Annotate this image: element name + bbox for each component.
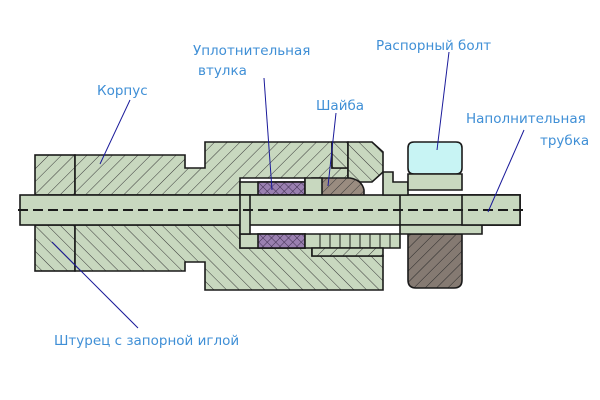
- label-filling-tube-line2: трубка: [540, 133, 589, 149]
- label-body: Корпус: [97, 83, 148, 99]
- leader-spacer-bolt: [436, 51, 450, 151]
- leader-washer: [327, 112, 337, 187]
- spacer-bolt-part: [319, 141, 483, 289]
- fitting-end-block: [34, 154, 76, 272]
- label-washer: Шайба: [316, 98, 364, 114]
- leader-body: [99, 99, 131, 165]
- leader-filling-tube: [487, 129, 525, 213]
- seal-sleeve-part: [239, 181, 306, 249]
- label-spacer-bolt: Распорный болт: [376, 38, 491, 54]
- label-seal-sleeve-line2: втулка: [198, 63, 247, 79]
- leader-lines: [51, 51, 525, 329]
- leader-seal-sleeve: [263, 77, 273, 191]
- label-seal-sleeve-line1: Уплотнительная: [193, 43, 310, 59]
- labels: Уплотнительная втулка Распорный болт Кор…: [54, 38, 589, 349]
- label-fitting-needle: Штурец с запорной иглой: [54, 333, 239, 349]
- leader-fitting: [51, 241, 139, 329]
- washer-part: [304, 177, 365, 199]
- label-filling-tube-line1: Наполнительная: [466, 111, 586, 127]
